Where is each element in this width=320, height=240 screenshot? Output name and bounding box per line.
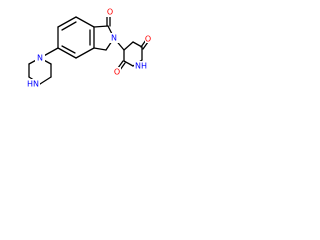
bond-bz-double-3 xyxy=(61,45,76,54)
bond-glu-2 xyxy=(132,41,143,48)
bond-pip-3 xyxy=(39,76,52,85)
atom-piperazine-aryl-nitrogen: N xyxy=(37,54,43,63)
bond-lactam-4 xyxy=(93,47,107,51)
bond-glu-1 xyxy=(123,41,134,51)
bond-bz-6 xyxy=(57,47,77,59)
chemical-structure-diagram: O N O NH O N HN xyxy=(25,8,152,89)
atom-imide-oxygen-bottom: O xyxy=(114,68,120,77)
bond-bz-double-1 xyxy=(61,21,77,31)
atom-imide-oxygen-top: O xyxy=(145,35,151,44)
bond-glu-5 xyxy=(123,60,134,67)
bond-glu-co2-a xyxy=(117,60,124,69)
bond-glu-co1-b xyxy=(142,41,149,50)
atom-lactam-oxygen: O xyxy=(107,8,113,17)
atom-imide-nh: NH xyxy=(135,62,147,71)
bond-bz-5 xyxy=(75,47,95,59)
bond-bz-3 xyxy=(75,16,95,28)
atom-lactam-nitrogen: N xyxy=(111,34,117,43)
bond-lactam-1 xyxy=(93,25,109,28)
atom-labels: O N O NH O N HN xyxy=(25,8,152,89)
bonds xyxy=(28,14,149,85)
atom-piperazine-nh: HN xyxy=(27,80,39,89)
bond-bz-2 xyxy=(57,16,77,28)
